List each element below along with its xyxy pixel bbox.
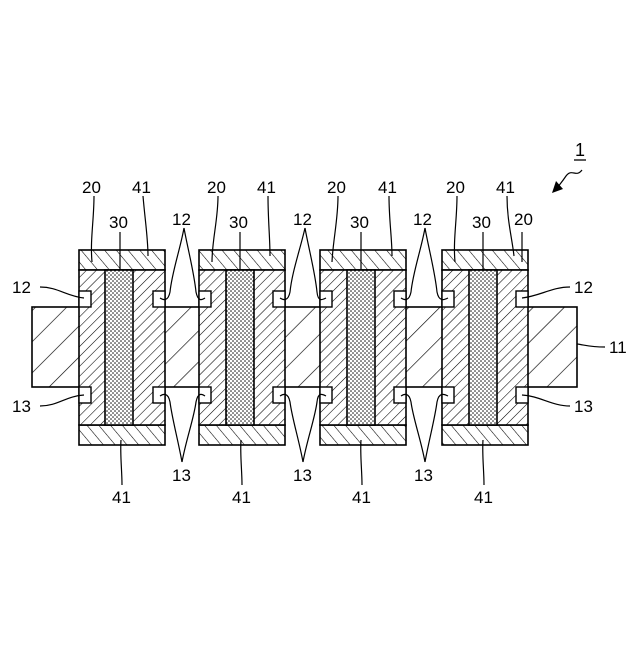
label-top-41-c2: 41 (257, 178, 276, 197)
label-30-c3: 30 (350, 213, 369, 232)
label-12-a: 12 (172, 210, 191, 229)
notch-12-left (199, 291, 211, 307)
label-bottom-41-c1: 41 (112, 488, 131, 507)
label-20-c4-right: 20 (514, 210, 533, 229)
label-top-20-c1: 20 (82, 178, 101, 197)
ref-1-arrow (557, 170, 582, 188)
label-left-12: 12 (12, 278, 31, 297)
cell-4 (442, 250, 528, 445)
label-bottom-41-c2: 41 (232, 488, 251, 507)
label-top-41-c3: 41 (378, 178, 397, 197)
electrode-41-bottom (199, 425, 285, 445)
label-right-12: 12 (574, 278, 593, 297)
label-bottom-41-c4: 41 (474, 488, 493, 507)
core-30 (105, 270, 133, 425)
label-top-20-c3: 20 (327, 178, 346, 197)
notch-12-right (516, 291, 528, 307)
cell-2 (199, 250, 285, 445)
label-12-b: 12 (293, 210, 312, 229)
notch-13-left (199, 387, 211, 403)
label-30-c4: 30 (472, 213, 491, 232)
electrode-41-bottom (79, 425, 165, 445)
label-right-13: 13 (574, 397, 593, 416)
core-30 (469, 270, 497, 425)
label-top-20-c2: 20 (207, 178, 226, 197)
cell-3 (320, 250, 406, 445)
notch-12-left (79, 291, 91, 307)
ref-main: 1 (575, 140, 585, 160)
label-top-41-c4: 41 (496, 178, 515, 197)
label-bottom-13-c: 13 (414, 466, 433, 485)
core-30 (226, 270, 254, 425)
label-left-13: 13 (12, 397, 31, 416)
cell-1 (79, 250, 165, 445)
label-bottom-41-c3: 41 (352, 488, 371, 507)
core-30 (347, 270, 375, 425)
label-bottom-13-a: 13 (172, 466, 191, 485)
electrode-41-bottom (320, 425, 406, 445)
label-30-c1: 30 (109, 213, 128, 232)
label-top-20-c4: 20 (446, 178, 465, 197)
label-bottom-13-b: 13 (293, 466, 312, 485)
label-right-11: 11 (609, 338, 627, 357)
label-top-41-c1: 41 (132, 178, 151, 197)
label-12-c: 12 (413, 210, 432, 229)
label-30-c2: 30 (229, 213, 248, 232)
electrode-41-bottom (442, 425, 528, 445)
